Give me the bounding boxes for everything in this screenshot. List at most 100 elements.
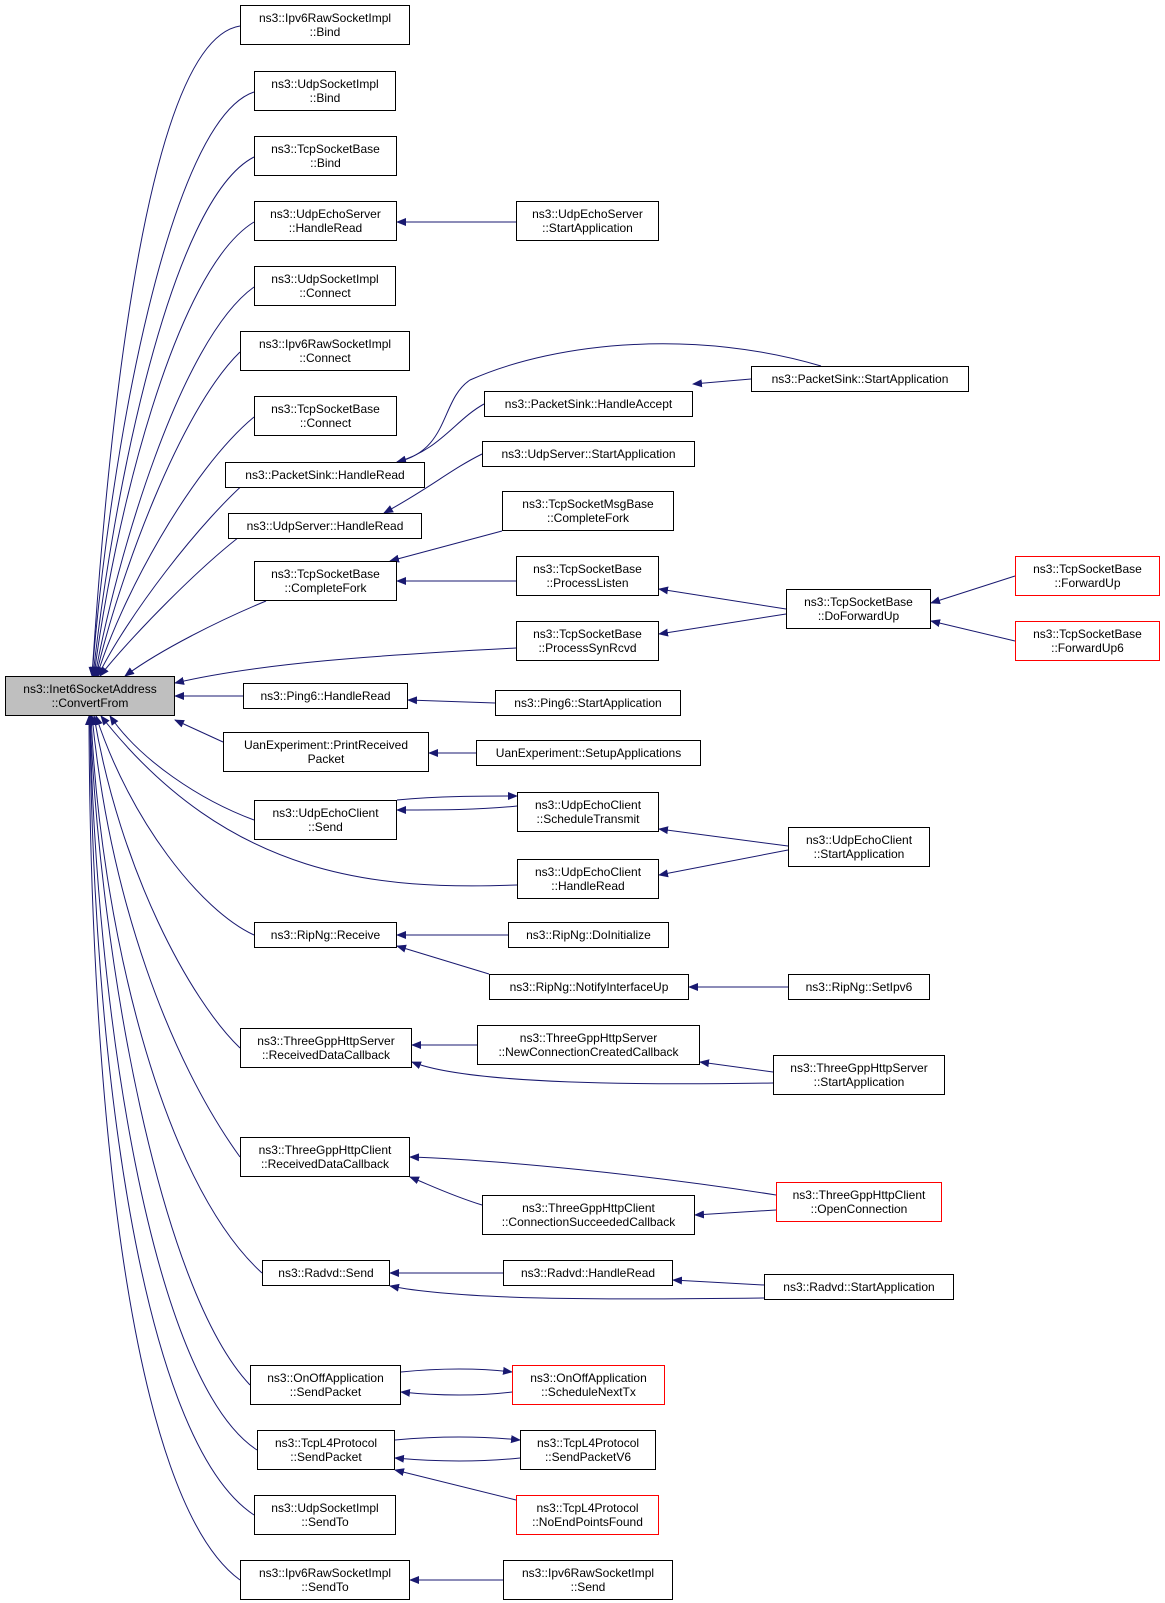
call-edge (930, 575, 1016, 605)
call-edge (91, 221, 255, 677)
node-tcpbase-completefork[interactable]: ns3::TcpSocketBase::CompleteFork (254, 561, 397, 601)
call-edge (91, 715, 241, 1049)
call-edge (658, 826, 789, 847)
node-ipv6raw-connect[interactable]: ns3::Ipv6RawSocketImpl::Connect (240, 331, 410, 371)
call-edge (94, 715, 255, 936)
node-httpserver-receiveddata[interactable]: ns3::ThreeGppHttpServer::ReceivedDataCal… (240, 1028, 412, 1068)
call-edge (672, 1276, 765, 1286)
call-edge (174, 719, 224, 743)
node-packetsink-start[interactable]: ns3::PacketSink::StartApplication (751, 366, 969, 392)
call-edge (411, 1061, 774, 1085)
node-tcpbase-bind[interactable]: ns3::TcpSocketBase::Bind (254, 136, 397, 176)
node-udpsock-sendto[interactable]: ns3::UdpSocketImpl::SendTo (254, 1495, 396, 1535)
call-edge (396, 343, 822, 464)
call-edge (109, 715, 255, 821)
call-edge (88, 25, 241, 677)
call-edge (97, 474, 255, 677)
call-edge (99, 525, 255, 677)
call-edge (87, 715, 263, 1274)
call-edge (86, 715, 255, 1516)
call-edge (396, 944, 490, 975)
call-edge (658, 586, 787, 610)
node-httpclient-receiveddata[interactable]: ns3::ThreeGppHttpClient::ReceivedDataCal… (240, 1137, 410, 1177)
call-edge (658, 849, 789, 878)
call-edge (692, 378, 752, 388)
call-edge (383, 453, 483, 514)
call-edge (86, 715, 258, 1451)
node-ripng-doinitialize[interactable]: ns3::RipNg::DoInitialize (508, 922, 669, 948)
node-ripng-receive[interactable]: ns3::RipNg::Receive (254, 922, 397, 948)
node-ripng-notifyinterfaceup[interactable]: ns3::RipNg::NotifyInterfaceUp (489, 974, 689, 1000)
node-httpclient-openconn[interactable]: ns3::ThreeGppHttpClient::OpenConnection (776, 1182, 942, 1222)
node-udpechoclient-start[interactable]: ns3::UdpEchoClient::StartApplication (788, 827, 930, 867)
node-udpserver-handleread[interactable]: ns3::UdpServer::HandleRead (228, 513, 422, 539)
node-udpechoclient-handleread[interactable]: ns3::UdpEchoClient::HandleRead (517, 859, 659, 899)
node-tcpbase-forwardup6[interactable]: ns3::TcpSocketBase::ForwardUp6 (1015, 621, 1160, 661)
node-onoff-schedulenexttx[interactable]: ns3::OnOffApplication::ScheduleNextTx (512, 1365, 665, 1405)
call-edge (694, 1209, 777, 1219)
call-edge (394, 1468, 517, 1501)
node-packetsink-handleread[interactable]: ns3::PacketSink::HandleRead (225, 462, 425, 488)
node-tcpbase-forwardup[interactable]: ns3::TcpSocketBase::ForwardUp (1015, 556, 1160, 596)
node-onoff-sendpacket[interactable]: ns3::OnOffApplication::SendPacket (250, 1365, 401, 1405)
node-httpserver-start[interactable]: ns3::ThreeGppHttpServer::StartApplicatio… (773, 1055, 945, 1095)
call-edge (400, 1366, 513, 1375)
call-edge (89, 156, 255, 677)
call-edge (88, 91, 255, 677)
node-tcpl4-sendpacket[interactable]: ns3::TcpL4Protocol::SendPacket (257, 1430, 395, 1470)
call-edge (92, 286, 255, 677)
node-udpserver-start[interactable]: ns3::UdpServer::StartApplication (482, 441, 695, 467)
node-tcpbase-processsynrcvd[interactable]: ns3::TcpSocketBase::ProcessSynRcvd (516, 621, 659, 661)
node-udpechoserver-start[interactable]: ns3::UdpEchoServer::StartApplication (516, 201, 659, 241)
call-edge (658, 613, 787, 637)
node-ipv6raw-send[interactable]: ns3::Ipv6RawSocketImpl::Send (503, 1560, 673, 1600)
node-ping6-handleread[interactable]: ns3::Ping6::HandleRead (243, 683, 408, 709)
node-ipv6raw-sendto[interactable]: ns3::Ipv6RawSocketImpl::SendTo (240, 1560, 410, 1600)
call-edge (409, 1176, 483, 1206)
node-ping6-start[interactable]: ns3::Ping6::StartApplication (495, 690, 681, 716)
node-radvd-handleread[interactable]: ns3::Radvd::HandleRead (503, 1260, 673, 1286)
call-edge (124, 600, 267, 677)
node-httpserver-newconn[interactable]: ns3::ThreeGppHttpServer::NewConnectionCr… (477, 1025, 700, 1065)
node-tcpl4-sendpacketv6[interactable]: ns3::TcpL4Protocol::SendPacketV6 (520, 1430, 656, 1470)
node-httpclient-connsucceeded[interactable]: ns3::ThreeGppHttpClient::ConnectionSucce… (482, 1195, 695, 1235)
node-ripng-setipv6[interactable]: ns3::RipNg::SetIpv6 (788, 974, 930, 1000)
call-edge (94, 351, 241, 677)
node-root[interactable]: ns3::Inet6SocketAddress ::ConvertFrom (5, 676, 175, 716)
call-edge (930, 619, 1016, 642)
call-edge (174, 647, 517, 685)
node-packetsink-handleaccept[interactable]: ns3::PacketSink::HandleAccept (484, 391, 693, 417)
call-edge (396, 403, 485, 464)
node-uan-setupapps[interactable]: UanExperiment::SetupApplications (476, 740, 701, 766)
call-edge (409, 1153, 777, 1196)
call-edge (86, 715, 251, 1386)
call-edge (100, 715, 518, 887)
node-udpechoclient-scheduletransmit[interactable]: ns3::UdpEchoClient::ScheduleTransmit (517, 792, 659, 832)
call-edge (394, 1435, 521, 1444)
node-tcpbase-connect[interactable]: ns3::TcpSocketBase::Connect (254, 396, 397, 436)
call-edge (699, 1059, 774, 1073)
call-edge (95, 416, 255, 677)
node-tcpbase-processlisten[interactable]: ns3::TcpSocketBase::ProcessListen (516, 556, 659, 596)
call-edge (396, 792, 518, 801)
node-tcpbase-doforwardup[interactable]: ns3::TcpSocketBase::DoForwardUp (786, 589, 931, 629)
call-edge (389, 1283, 765, 1300)
node-udpechoclient-send[interactable]: ns3::UdpEchoClient::Send (254, 800, 397, 840)
call-edge (389, 530, 503, 563)
node-udpsock-bind[interactable]: ns3::UdpSocketImpl::Bind (254, 71, 396, 111)
node-udpsock-connect[interactable]: ns3::UdpSocketImpl::Connect (254, 266, 396, 306)
node-tcpl4-noendpoints[interactable]: ns3::TcpL4Protocol::NoEndPointsFound (516, 1495, 659, 1535)
call-edge (394, 1454, 521, 1463)
call-edge (407, 696, 496, 705)
node-radvd-send[interactable]: ns3::Radvd::Send (262, 1260, 390, 1286)
call-edge (396, 805, 518, 814)
node-udpechoserver-handleread[interactable]: ns3::UdpEchoServer::HandleRead (254, 201, 397, 241)
node-tcpmsgbase-completefork[interactable]: ns3::TcpSocketMsgBase::CompleteFork (502, 491, 674, 531)
node-radvd-start[interactable]: ns3::Radvd::StartApplication (764, 1274, 954, 1300)
call-edge (88, 715, 241, 1158)
node-ipv6raw-bind[interactable]: ns3::Ipv6RawSocketImpl::Bind (240, 5, 410, 45)
call-edge (400, 1388, 513, 1397)
